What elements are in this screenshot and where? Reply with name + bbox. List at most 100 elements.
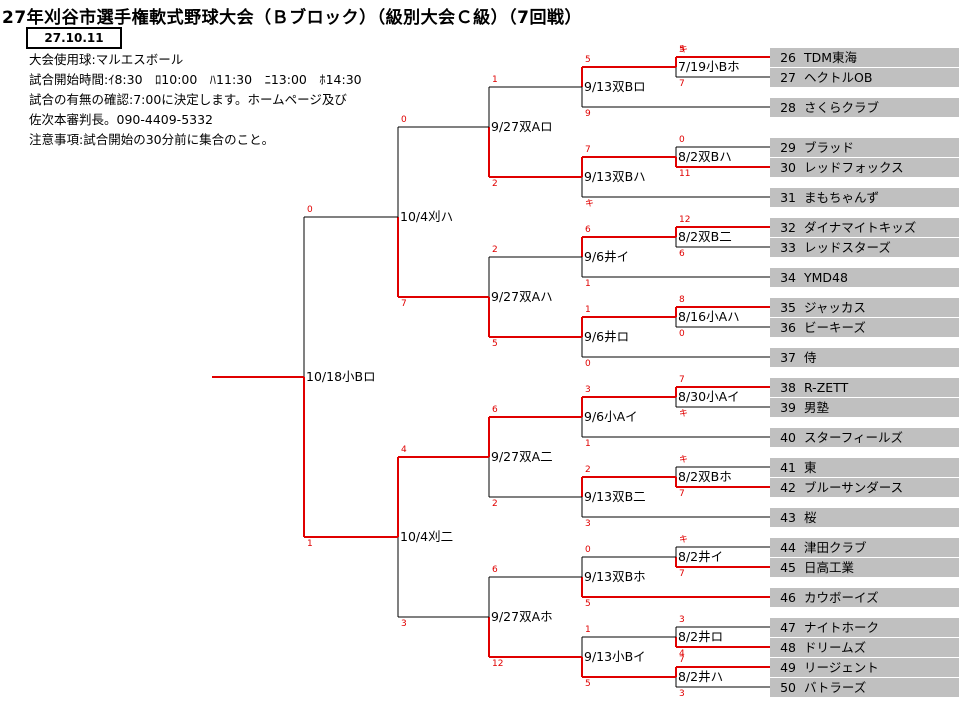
score-r1h-top: 3 <box>679 615 685 625</box>
team-row-32: 32 ダイナマイトキッズ <box>770 218 959 237</box>
team-number: 50 <box>780 680 796 695</box>
team-number: 44 <box>780 540 796 555</box>
info-confirmation: 試合の有無の確認:7:00に決定します。ホームページ及び <box>29 92 347 107</box>
forfeit-mark-r1e-bottom: キ <box>679 409 689 419</box>
team-number: 40 <box>780 430 796 445</box>
score-r4b-top: 4 <box>401 445 407 455</box>
team-name: 津田クラブ <box>804 540 867 555</box>
team-number: 46 <box>780 590 796 605</box>
team-number: 41 <box>780 460 796 475</box>
match-label-r1d: 8/16小Aハ <box>678 309 740 324</box>
team-name: 日高工業 <box>804 560 855 575</box>
team-name: ドリームズ <box>804 640 867 655</box>
team-name: レッドスターズ <box>804 240 891 255</box>
match-label-r3b: 9/27双Aハ <box>491 289 553 304</box>
team-number: 36 <box>780 320 796 335</box>
team-number: 37 <box>780 350 796 365</box>
score-r4a-bottom: 7 <box>401 299 407 309</box>
score-r1a-bottom: 7 <box>679 79 685 89</box>
score-r2d-bottom: 0 <box>585 359 591 369</box>
team-number: 32 <box>780 220 796 235</box>
team-row-40: 40 スターフィールズ <box>770 428 959 447</box>
match-label-r4b: 10/4刈二 <box>400 529 454 544</box>
match-label-r2b: 9/13双Bハ <box>584 169 646 184</box>
team-name: R-ZETT <box>804 380 849 395</box>
match-label-r3a: 9/27双Aロ <box>491 119 553 134</box>
match-label-r2g: 9/13双Bホ <box>584 569 646 584</box>
team-number: 28 <box>780 100 796 115</box>
score-r4a-top: 0 <box>401 115 407 125</box>
score-r1g-bottom: 7 <box>679 569 685 579</box>
score-r1e-top: 7 <box>679 375 685 385</box>
match-label-r1g: 8/2井イ <box>678 549 724 564</box>
team-name: 東 <box>804 460 817 475</box>
team-number: 26 <box>780 50 796 65</box>
team-number: 34 <box>780 270 796 285</box>
match-label-r1f: 8/2双Bホ <box>678 469 732 484</box>
team-number: 35 <box>780 300 796 315</box>
score-r2c-top: 6 <box>585 225 591 235</box>
score-r1a-top: 5 <box>679 45 685 55</box>
match-label-r3c: 9/27双A二 <box>491 449 553 464</box>
team-name: バトラーズ <box>804 680 867 695</box>
team-name: 男塾 <box>804 400 830 415</box>
score-r2f-top: 2 <box>585 465 591 475</box>
team-name: ナイトホーク <box>804 620 880 635</box>
info-ball: 大会使用球:マルエスボール <box>29 52 184 67</box>
score-r1f-bottom: 7 <box>679 489 685 499</box>
score-r2a-bottom: 9 <box>585 109 591 119</box>
team-number: 39 <box>780 400 796 415</box>
team-row-36: 36 ビーキーズ <box>770 318 959 337</box>
score-r2g-top: 0 <box>585 545 591 555</box>
team-name: ヘクトルOB <box>804 70 873 85</box>
forfeit-mark-r1a-top: キ <box>679 45 689 55</box>
info-contact: 佐次本審判長。090-4409-5332 <box>29 112 214 127</box>
score-r1b-bottom: 11 <box>679 169 691 179</box>
team-number: 30 <box>780 160 796 175</box>
score-r4b-bottom: 3 <box>401 619 407 629</box>
score-r3c-top: 6 <box>492 405 498 415</box>
match-label-r2f: 9/13双B二 <box>584 489 646 504</box>
score-r1d-top: 8 <box>679 295 685 305</box>
score-r2h-bottom: 5 <box>585 679 591 689</box>
team-number: 27 <box>780 70 796 85</box>
team-name: ダイナマイトキッズ <box>804 220 917 235</box>
score-r2c-bottom: 1 <box>585 279 591 289</box>
score-r1i-bottom: 3 <box>679 689 685 699</box>
team-row-44: 44 津田クラブ <box>770 538 959 557</box>
score-r3d-bottom: 12 <box>492 659 504 669</box>
team-row-37: 37 侍 <box>770 348 959 367</box>
team-name: ビーキーズ <box>804 320 866 335</box>
team-name: レッドフォックス <box>804 160 904 175</box>
score-r1c-bottom: 6 <box>679 249 685 259</box>
team-row-50: 50 バトラーズ <box>770 678 959 697</box>
team-number: 49 <box>780 660 796 675</box>
team-number: 31 <box>780 190 796 205</box>
forfeit-mark-r1f-top: キ <box>679 455 689 465</box>
team-number: 29 <box>780 140 796 155</box>
team-name: スターフィールズ <box>804 430 904 445</box>
team-row-39: 39 男塾 <box>770 398 959 417</box>
forfeit-mark-r2b-bottom: キ <box>585 199 595 209</box>
team-number: 47 <box>780 620 796 635</box>
team-number: 42 <box>780 480 796 495</box>
score-r2b-top: 7 <box>585 145 591 155</box>
team-name: 侍 <box>804 350 817 365</box>
score-r2g-bottom: 5 <box>585 599 591 609</box>
score-r3a-bottom: 2 <box>492 179 498 189</box>
team-name: カウボーイズ <box>804 590 879 605</box>
score-r1c-top: 12 <box>679 215 691 225</box>
team-number: 33 <box>780 240 796 255</box>
